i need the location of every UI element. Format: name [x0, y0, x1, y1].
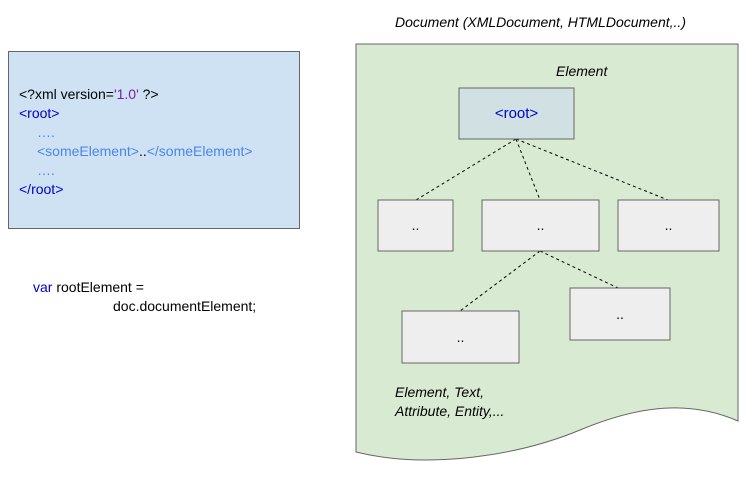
node-types-line-2: Attribute, Entity,...: [395, 403, 505, 419]
xml-ellipsis-2: ….: [37, 162, 55, 178]
child-node-3: [617, 199, 720, 252]
xml-decl-version: '1.0': [113, 86, 139, 102]
xml-declaration-line: <?xml version='1.0' ?>: [19, 86, 159, 102]
xml-some-element-text: ..: [138, 143, 147, 159]
xml-decl-suffix: ?>: [138, 86, 159, 102]
grandchild-node-1: [401, 310, 520, 364]
xml-some-element-close: </someElement>: [146, 143, 253, 159]
connector-root-child-1: [415, 138, 517, 201]
child-node-2: [481, 199, 600, 252]
root-node: [458, 87, 575, 140]
xml-some-element-open: <someElement>: [37, 143, 139, 159]
xml-code-box: <?xml version='1.0' ?> <root> …. <someEl…: [8, 51, 300, 229]
root-connectors: [415, 138, 669, 201]
js-var-keyword: var: [33, 279, 53, 295]
xml-some-element-line: <someElement>..</someElement>: [37, 143, 253, 159]
grandchild-node-1-label: ..: [456, 329, 465, 345]
connector-child-grandchild-1: [459, 250, 541, 312]
js-document-element: doc.documentElement;: [113, 298, 257, 314]
document-label: Document (XMLDocument, HTMLDocument,..): [395, 14, 686, 30]
xml-root-close-tag: </root>: [19, 181, 64, 197]
root-node-label: <root>: [494, 105, 539, 122]
element-label: Element: [556, 63, 608, 79]
node-types-line-1: Element, Text,: [395, 384, 484, 400]
xml-decl-prefix: <?xml version=: [19, 86, 114, 102]
child-node-3-label: ..: [664, 217, 673, 233]
xml-root-open-tag: <root>: [19, 105, 60, 121]
child-node-2-label: ..: [536, 217, 545, 233]
connector-root-child-2: [515, 138, 541, 201]
js-root-element-assignment: rootElement =: [52, 279, 144, 295]
grandchild-node-2: [569, 287, 671, 341]
child-connectors: [459, 250, 619, 312]
grandchild-node-2-label: ..: [616, 306, 624, 322]
xml-ellipsis-1: ….: [37, 124, 55, 140]
js-line-1: var rootElement =: [33, 279, 144, 295]
child-node-1: [377, 199, 454, 252]
child-node-1-label: ..: [411, 217, 420, 233]
node-types-caption: Element, Text, Attribute, Entity,...: [395, 383, 504, 421]
connector-child-grandchild-2: [539, 250, 619, 289]
